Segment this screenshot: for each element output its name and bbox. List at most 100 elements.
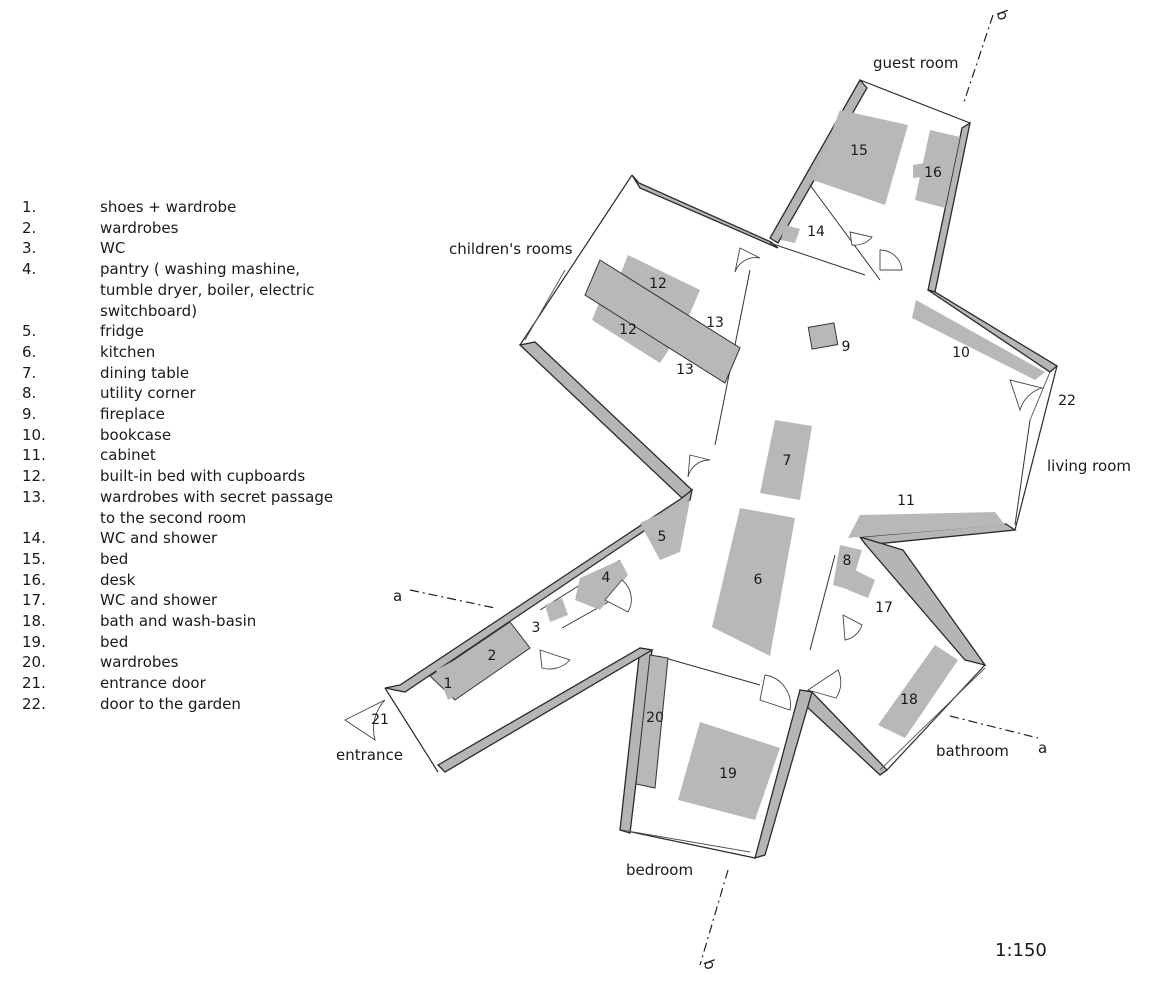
legend-item-number: 6. [22, 342, 37, 361]
wardrobe-13 [584, 259, 741, 384]
legend-item: 18. bath and wash-basin [22, 611, 352, 632]
legend-item-number: 16. [22, 570, 46, 589]
bed-15 [813, 110, 908, 205]
legend-item-number: 22. [22, 694, 46, 713]
scale-label: 1:150 [995, 940, 1047, 961]
legend-item-number: 1. [22, 198, 37, 216]
legend-item: 17. WC and shower [22, 590, 352, 611]
marker-22: 22 [1058, 393, 1076, 409]
legend-item: 13. wardrobes with secret passage to the … [22, 487, 352, 528]
door-wc-17 [842, 614, 863, 641]
marker-6: 6 [754, 572, 763, 588]
marker-12a: 12 [649, 276, 667, 292]
legend-item-text: WC and shower [100, 529, 218, 548]
section-line-b-top [962, 14, 994, 106]
legend-item-text: door to the garden [100, 694, 241, 713]
legend-item: 16. desk [22, 570, 352, 591]
door-guest [879, 249, 903, 271]
legend-item-number: 3. [22, 239, 37, 258]
legend-item: 19. bed [22, 632, 352, 653]
section-label-b-bottom: b [699, 957, 719, 972]
glazing [524, 269, 1051, 853]
legend-item-number: 19. [22, 632, 46, 651]
legend-item-number: 18. [22, 612, 46, 631]
legend-item-text: bath and wash-basin [100, 612, 257, 631]
doors [344, 231, 1044, 742]
room-label-bathroom: bathroom [936, 742, 1009, 760]
room-label-living: living room [1047, 457, 1131, 475]
marker-9: 9 [842, 339, 851, 355]
legend-item: 5. fridge [22, 321, 352, 342]
door-bath [806, 669, 842, 699]
marker-4: 4 [602, 570, 611, 586]
marker-5: 5 [658, 529, 667, 545]
legend-item: 14. WC and shower [22, 528, 352, 549]
number-markers: 1 2 3 4 5 6 7 8 9 10 11 12 12 13 13 14 1… [371, 143, 1076, 782]
wall-bath-lower [799, 689, 888, 776]
legend-item-text: built-in bed with cupboards [100, 467, 306, 486]
legend-item: 22. door to the garden [22, 694, 352, 715]
bed-19 [678, 722, 780, 820]
marker-8: 8 [843, 553, 852, 569]
wall-children-left [518, 341, 693, 499]
legend-item-number: 20. [22, 653, 46, 672]
legend-item-number: 13. [22, 487, 46, 506]
marker-7: 7 [783, 453, 792, 469]
door-entrance-21 [344, 699, 386, 742]
section-line-b-bottom [699, 869, 729, 966]
legend-item: 6. kitchen [22, 342, 352, 363]
room-label-bedroom: bedroom [626, 861, 693, 879]
marker-21: 21 [371, 712, 389, 728]
legend-item-text: desk [100, 570, 136, 589]
door-wc-14 [849, 231, 873, 246]
legend-item-number: 9. [22, 405, 37, 424]
wall-bath-upper [858, 535, 987, 667]
legend-item-number: 14. [22, 529, 46, 548]
marker-19: 19 [719, 766, 737, 782]
legend-item-number: 8. [22, 384, 37, 403]
legend-item: 10. bookcase [22, 425, 352, 446]
legend-item-text: bookcase [100, 425, 172, 444]
legend-item-text: bed [100, 549, 129, 568]
legend-item: 15.bed [22, 549, 352, 570]
legend-item-text: fridge [100, 322, 144, 341]
bookcase-10 [912, 300, 1045, 380]
legend-item: 12.built-in bed with cupboards [22, 466, 352, 487]
legend-item-text: wardrobes with secret passage to the sec… [100, 487, 334, 527]
legend-item: 3. WC [22, 238, 352, 259]
legend-item-number: 11. [22, 446, 46, 465]
room-label-children: children's rooms [449, 240, 573, 258]
section-label-a-left: a [393, 587, 402, 605]
marker-15: 15 [850, 143, 868, 159]
legend-item-text: utility corner [100, 384, 196, 403]
legend-item: 4.pantry ( washing mashine, tumble dryer… [22, 259, 352, 321]
exterior-walls [384, 78, 1059, 859]
legend-item-text: WC [100, 239, 126, 258]
door-children-upper [734, 247, 761, 273]
wall-entrance-top [384, 488, 693, 693]
marker-16: 16 [924, 165, 942, 181]
wall-entrance-bottom [436, 647, 654, 773]
legend-item-number: 10. [22, 425, 46, 444]
legend-item: 11.cabinet [22, 445, 352, 466]
legend-item-number: 5. [22, 322, 37, 341]
legend-item-text: shoes + wardrobe [100, 198, 237, 216]
marker-2: 2 [488, 648, 497, 664]
marker-20: 20 [646, 710, 664, 726]
legend-item: 2.wardrobes [22, 218, 352, 239]
legend-item-text: bed [100, 632, 129, 651]
legend-item-text: wardrobes [100, 653, 179, 672]
legend-item: 20. wardrobes [22, 652, 352, 673]
legend-item-text: WC and shower [100, 591, 218, 610]
marker-10: 10 [952, 345, 970, 361]
legend-item-text: kitchen [100, 342, 156, 361]
section-line-a-right [949, 715, 1039, 739]
legend-item-number: 17. [22, 591, 46, 610]
kitchen-6 [712, 508, 795, 656]
wardrobes-20 [635, 654, 669, 789]
marker-14: 14 [807, 224, 825, 240]
bed-12-upper [615, 255, 700, 325]
legend-item-text: entrance door [100, 674, 206, 693]
